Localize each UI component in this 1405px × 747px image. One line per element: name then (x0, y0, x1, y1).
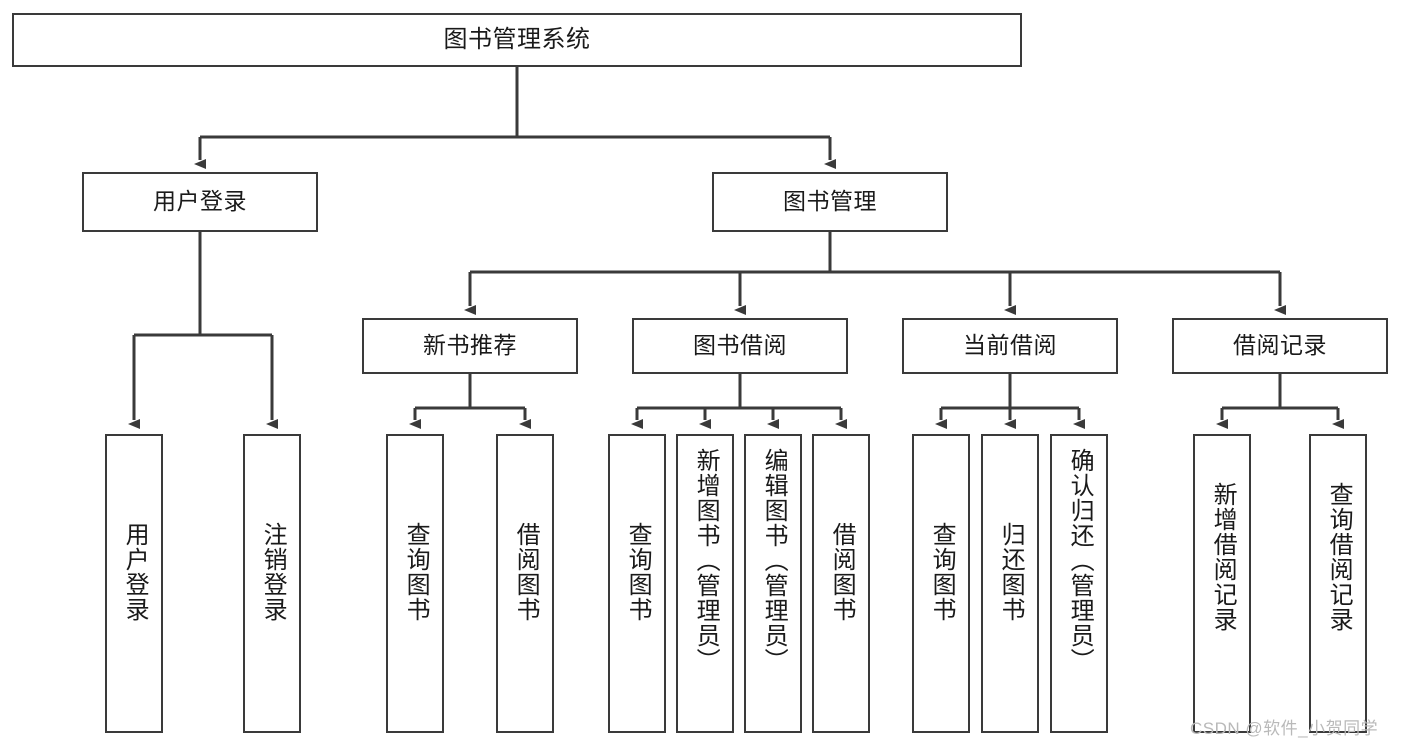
node-book-borrow[interactable]: 图书借阅 (632, 318, 848, 374)
leaf-book-borrow-query-book[interactable]: 查询图书 (608, 434, 666, 733)
node-label: 查询图书 (402, 522, 430, 622)
node-label: 用户登录 (153, 188, 247, 215)
node-label: 图书管理 (783, 188, 877, 215)
node-label: 用户登录 (121, 522, 149, 622)
leaf-borrow-record-add-record[interactable]: 新增借阅记录 (1193, 434, 1251, 733)
node-label: 新书推荐 (423, 332, 517, 359)
leaf-user-login-logout[interactable]: 注销登录 (243, 434, 301, 733)
node-label: 借阅图书 (828, 522, 856, 622)
leaf-new-book-query-book[interactable]: 查询图书 (386, 434, 444, 733)
node-label: 新增借阅记录 (1209, 482, 1237, 632)
leaf-current-borrow-confirm-return-admin[interactable]: 确认归还（管理员） (1050, 434, 1108, 733)
leaf-book-borrow-add-book-admin[interactable]: 新增图书（管理员） (676, 434, 734, 733)
node-book-management[interactable]: 图书管理 (712, 172, 948, 232)
leaf-book-borrow-edit-book-admin[interactable]: 编辑图书（管理员） (744, 434, 802, 733)
node-label: 查询借阅记录 (1325, 482, 1353, 632)
leaf-borrow-record-query-record[interactable]: 查询借阅记录 (1309, 434, 1367, 733)
node-label: 新增图书（管理员） (692, 448, 720, 673)
node-current-borrow[interactable]: 当前借阅 (902, 318, 1118, 374)
node-label: 归还图书 (997, 522, 1025, 622)
node-label: 注销登录 (259, 522, 287, 622)
node-new-book-recommend[interactable]: 新书推荐 (362, 318, 578, 374)
leaf-current-borrow-query-book[interactable]: 查询图书 (912, 434, 970, 733)
leaf-book-borrow-borrow-book[interactable]: 借阅图书 (812, 434, 870, 733)
node-borrow-record[interactable]: 借阅记录 (1172, 318, 1388, 374)
node-label: 图书借阅 (693, 332, 787, 359)
node-label: 图书管理系统 (443, 25, 591, 53)
node-label: 借阅图书 (512, 522, 540, 622)
node-label: 查询图书 (624, 522, 652, 622)
node-label: 借阅记录 (1233, 332, 1327, 359)
leaf-new-book-borrow-book[interactable]: 借阅图书 (496, 434, 554, 733)
node-user-login[interactable]: 用户登录 (82, 172, 318, 232)
node-label: 确认归还（管理员） (1066, 448, 1094, 673)
leaf-current-borrow-return-book[interactable]: 归还图书 (981, 434, 1039, 733)
node-label: 编辑图书（管理员） (760, 448, 788, 673)
leaf-user-login-login[interactable]: 用户登录 (105, 434, 163, 733)
node-label: 查询图书 (928, 522, 956, 622)
node-root-book-management-system[interactable]: 图书管理系统 (12, 13, 1022, 67)
watermark-csdn: CSDN @软件_小贺同学 (1190, 719, 1379, 738)
node-label: 当前借阅 (963, 332, 1057, 359)
